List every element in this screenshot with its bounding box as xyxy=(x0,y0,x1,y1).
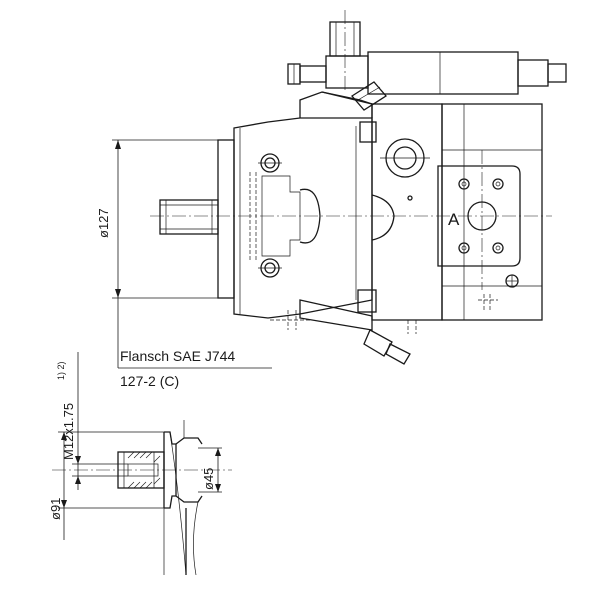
diameter-45-label: ø45 xyxy=(201,468,216,490)
mounting-flange xyxy=(217,117,373,319)
diameter-91-label: ø91 xyxy=(48,498,63,520)
angled-fitting-bottom xyxy=(299,299,411,365)
pump-side-view: A xyxy=(150,10,567,365)
diameter-127-label: ø127 xyxy=(96,208,111,238)
threaded-bore xyxy=(127,451,161,489)
dimension-flange-diameter: ø127 xyxy=(96,139,232,299)
flange-callout: Flansch SAE J744 127-2 (C) xyxy=(117,298,272,389)
flange-spec-line2: 127-2 (C) xyxy=(120,373,179,389)
flange-bolt-lower xyxy=(258,258,282,278)
housing-port-upper xyxy=(380,138,430,201)
angled-fitting-top xyxy=(351,81,387,111)
thread-spec-label: M12x1.75 xyxy=(61,403,76,460)
flange-spec-line1: Flansch SAE J744 xyxy=(120,348,235,364)
pump-housing xyxy=(299,91,543,321)
port-plate-a xyxy=(437,165,521,267)
flange-bolt-upper xyxy=(258,153,282,173)
shaft-detail-view: ø45 ø91 M12x1.75 1) 2) xyxy=(48,352,232,576)
flange-recess xyxy=(249,172,301,260)
thread-footnotes: 1) 2) xyxy=(56,361,66,380)
drive-shaft xyxy=(159,199,219,235)
port-label-a: A xyxy=(448,210,460,229)
control-valve xyxy=(287,21,567,105)
hidden-details xyxy=(270,310,417,334)
drain-fitting xyxy=(478,274,519,312)
